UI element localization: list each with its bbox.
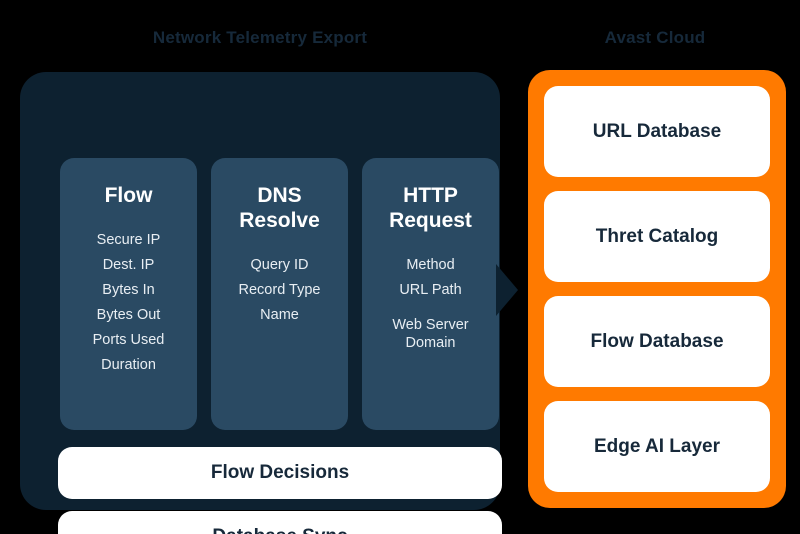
telemetry-card-field-list: Secure IP Dest. IP Bytes In Bytes Out Po… <box>68 231 189 375</box>
telemetry-card-title: Flow <box>104 184 153 207</box>
telemetry-field: Web Server Domain <box>392 316 469 351</box>
telemetry-field: Bytes In <box>102 282 155 299</box>
cloud-card-url-database[interactable]: URL Database <box>544 86 770 177</box>
telemetry-field: Ports Used <box>92 332 165 349</box>
telemetry-field: URL Path <box>399 281 462 298</box>
cloud-panel-heading: Avast Cloud <box>604 28 706 47</box>
telemetry-pill-flow-decisions[interactable]: Flow Decisions <box>58 447 502 499</box>
telemetry-field: Bytes Out <box>96 307 161 324</box>
telemetry-field: Duration <box>101 357 156 374</box>
telemetry-field: Query ID <box>250 256 309 273</box>
cloud-card-flow-database[interactable]: Flow Database <box>544 296 770 387</box>
telemetry-card-field-list: Method URL Path Web Server Domain <box>370 256 491 353</box>
telemetry-card-field-list: Query ID Record Type Name <box>219 256 340 324</box>
telemetry-field: Record Type <box>238 281 321 298</box>
cloud-card-thret-catalog[interactable]: Thret Catalog <box>544 191 770 282</box>
telemetry-field: Name <box>260 306 299 323</box>
cloud-card-edge-ai-layer[interactable]: Edge AI Layer <box>544 401 770 492</box>
telemetry-panel-heading: Network Telemetry Export <box>152 28 368 47</box>
telemetry-field: Dest. IP <box>102 256 155 273</box>
telemetry-card-title: DNS Resolve <box>239 184 320 232</box>
telemetry-card-http-request[interactable]: HTTP Request Method URL Path Web Server … <box>362 158 499 430</box>
telemetry-card-flow[interactable]: Flow Secure IP Dest. IP Bytes In Bytes O… <box>60 158 197 430</box>
telemetry-field: Method <box>406 256 455 273</box>
telemetry-field: Secure IP <box>96 231 161 248</box>
flow-arrow-icon <box>496 264 518 316</box>
telemetry-card-title: HTTP Request <box>389 184 472 232</box>
telemetry-panel: Flow Secure IP Dest. IP Bytes In Bytes O… <box>20 72 502 534</box>
cloud-panel: URL Database Thret Catalog Flow Database… <box>528 70 786 508</box>
telemetry-card-group: Flow Secure IP Dest. IP Bytes In Bytes O… <box>60 158 500 430</box>
telemetry-card-dns-resolve[interactable]: DNS Resolve Query ID Record Type Name <box>211 158 348 430</box>
telemetry-pill-database-sync[interactable]: Database Sync <box>58 511 502 534</box>
